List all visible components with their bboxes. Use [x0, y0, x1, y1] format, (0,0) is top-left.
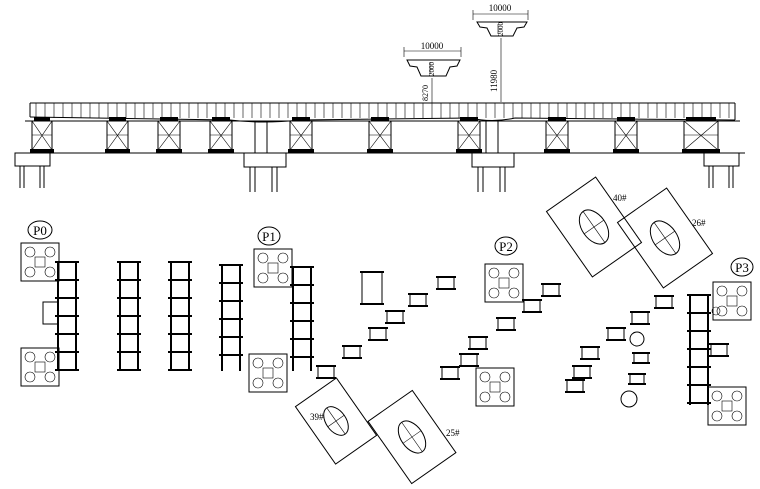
shoring-frame	[316, 365, 336, 379]
dim-mid-depth: 2000	[428, 62, 436, 77]
shoring-frame	[368, 327, 388, 341]
shoring-tower	[613, 117, 639, 153]
shoring-frame	[436, 276, 456, 290]
shoring-ladder	[117, 261, 141, 371]
shoring-towers	[30, 117, 720, 153]
shoring-frame	[459, 353, 479, 367]
footing-p2	[471, 152, 515, 192]
footing-p3	[703, 152, 740, 188]
shoring-frame	[360, 271, 384, 305]
shoring-ladder	[168, 261, 192, 371]
pile-cap	[248, 353, 288, 393]
pile-cap	[712, 281, 752, 321]
dim-top-depth: 2000	[497, 22, 505, 37]
shoring-ladder	[687, 294, 711, 405]
segment-39	[294, 377, 378, 465]
shoring-tower	[456, 117, 482, 153]
pile-cap	[253, 248, 293, 288]
pier-label-p2: P2	[494, 236, 518, 256]
pile-cap	[20, 242, 60, 282]
dim-height-left: 8270	[421, 85, 430, 101]
pile-cap	[475, 367, 515, 407]
footing-p1	[243, 152, 287, 192]
shoring-tower	[544, 117, 570, 153]
shoring-ladder	[219, 264, 243, 371]
shoring-frame	[440, 366, 460, 380]
shoring-frame	[709, 343, 729, 357]
shoring-tower	[367, 117, 393, 153]
shoring-tower	[682, 117, 720, 153]
dim-height-right: 11980	[489, 69, 499, 92]
dim-top-width: 10000	[489, 3, 512, 13]
footing-p0	[14, 152, 51, 188]
shoring-frames	[316, 271, 729, 393]
segment-26	[616, 187, 714, 289]
shoring-frame	[565, 379, 585, 393]
shoring-tower	[288, 117, 314, 153]
shoring-frame	[632, 352, 650, 364]
dim-mid-width: 10000	[421, 41, 444, 51]
shoring-frame	[496, 317, 516, 331]
svg-text:P2: P2	[499, 239, 513, 254]
pile-cap	[484, 263, 524, 303]
shoring-ladders	[42, 261, 711, 405]
shoring-frame	[580, 346, 600, 360]
svg-text:P0: P0	[33, 223, 47, 238]
pile-cap	[707, 386, 747, 426]
hanging-segment-top: 10000 2000 11980	[472, 3, 529, 102]
pier-label-p3: P3	[730, 257, 754, 277]
segment-label-25: 25#	[446, 428, 460, 438]
shoring-frame	[572, 365, 592, 379]
plan-view: P0 P1 P2 P3 40#	[20, 176, 754, 485]
elevation-view: 10000 2000 11980 10000 2000 8270	[14, 3, 745, 192]
lift-circle	[711, 306, 721, 316]
shoring-frame	[408, 293, 428, 307]
lift-circle	[620, 390, 638, 408]
pier-label-p0: P0	[27, 220, 53, 240]
segment-label-39: 39#	[310, 412, 324, 422]
segment-25	[367, 389, 457, 485]
svg-text:P1: P1	[262, 229, 276, 244]
shoring-frame	[630, 311, 650, 325]
shoring-frame	[522, 299, 542, 313]
svg-text:P3: P3	[735, 260, 749, 275]
shoring-ladder	[290, 266, 314, 371]
shoring-strut	[42, 301, 59, 325]
shoring-frame	[342, 345, 362, 359]
shoring-frame	[628, 373, 646, 385]
hanging-segment-mid: 10000 2000 8270	[403, 41, 462, 103]
segment-label-40: 40#	[613, 193, 627, 203]
shoring-ladder	[55, 261, 79, 371]
pier-label-p1: P1	[257, 226, 281, 246]
shoring-frame	[654, 295, 674, 309]
lift-circle	[629, 331, 645, 347]
shoring-frame	[468, 336, 488, 350]
shoring-frame	[606, 327, 626, 341]
pile-cap	[20, 347, 60, 387]
shoring-tower	[30, 117, 54, 153]
shoring-tower	[208, 117, 234, 153]
segment-label-26: 26#	[692, 218, 706, 228]
shoring-frame	[541, 283, 561, 297]
shoring-frame	[385, 310, 405, 324]
shoring-tower	[105, 117, 130, 153]
shoring-tower	[156, 117, 182, 153]
segment-40	[545, 176, 643, 278]
